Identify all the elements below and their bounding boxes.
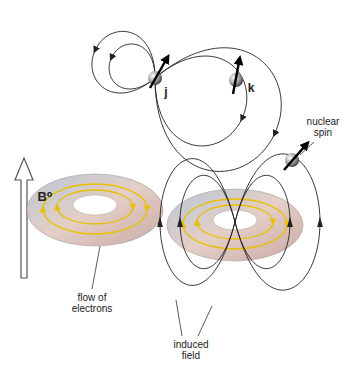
torus — [27, 174, 163, 246]
leader-line — [198, 306, 212, 336]
spin-arrow — [150, 60, 166, 88]
leader-line — [300, 142, 314, 155]
callout-label: nuclear spin — [300, 116, 346, 138]
field-label: B⁰ — [33, 190, 57, 204]
leader-line — [176, 300, 182, 336]
leader-line — [92, 246, 100, 289]
nucleus-label: k — [245, 82, 257, 95]
callout-label: induced field — [163, 339, 219, 361]
callout-label: flow of electrons — [62, 292, 122, 314]
induced-field — [160, 154, 320, 290]
nucleus-label: j — [160, 86, 172, 99]
spin-arrow — [284, 146, 305, 170]
spin-arrow — [233, 62, 239, 94]
torus — [167, 189, 303, 261]
dipole-field — [69, 0, 301, 190]
